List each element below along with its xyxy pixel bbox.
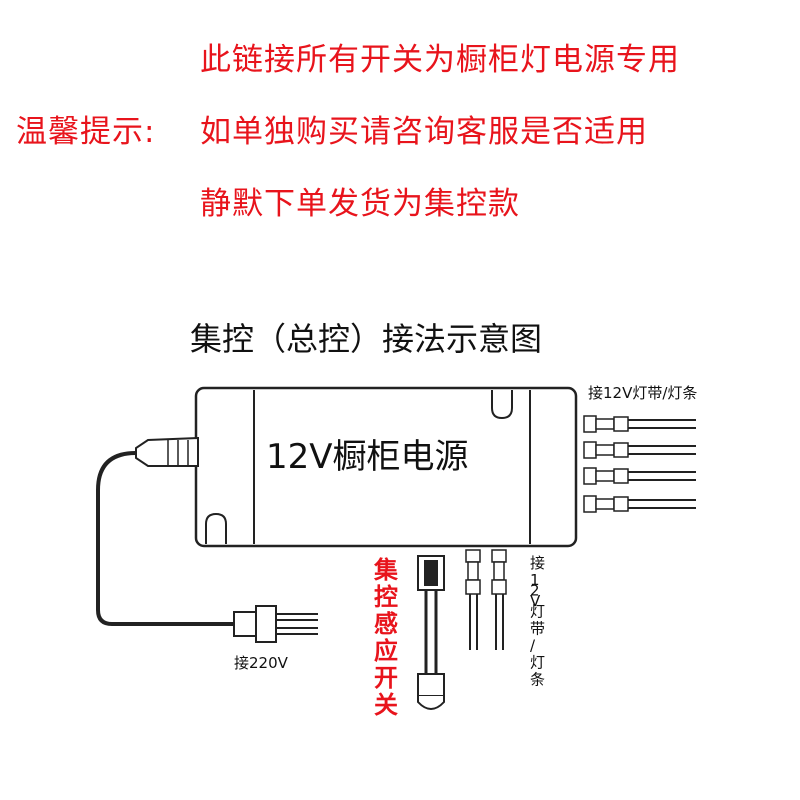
notice-line-2: 如单独购买请咨询客服是否适用	[200, 114, 648, 150]
sensor-label: 集控感应开关	[373, 556, 399, 719]
notice-line-3: 静默下单发货为集控款	[200, 186, 520, 222]
ac-plug-icon	[233, 605, 318, 643]
dc-connector-icon	[583, 415, 696, 433]
dc-connector-icon	[583, 495, 696, 513]
power-supply-unit: 12V橱柜电源	[135, 386, 578, 548]
tip-label: 温馨提示:	[16, 114, 156, 150]
notice-line-1: 此链接所有开关为橱柜灯电源专用	[200, 42, 680, 78]
dc-connector-icon	[583, 441, 696, 459]
dc-connector-icon	[491, 549, 507, 650]
sensor-label-text: 集控感应开关	[373, 556, 399, 719]
dc-connector-icon	[465, 549, 481, 650]
psu-label: 12V橱柜电源	[266, 437, 469, 477]
diagram-title: 集控（总控）接法示意图	[190, 320, 543, 358]
input-220v-label: 接220V	[234, 654, 289, 672]
output-right-label: 接12V灯带/灯条	[588, 384, 697, 402]
sensor-probe-icon	[417, 555, 445, 710]
dc-connector-icon	[583, 467, 696, 485]
